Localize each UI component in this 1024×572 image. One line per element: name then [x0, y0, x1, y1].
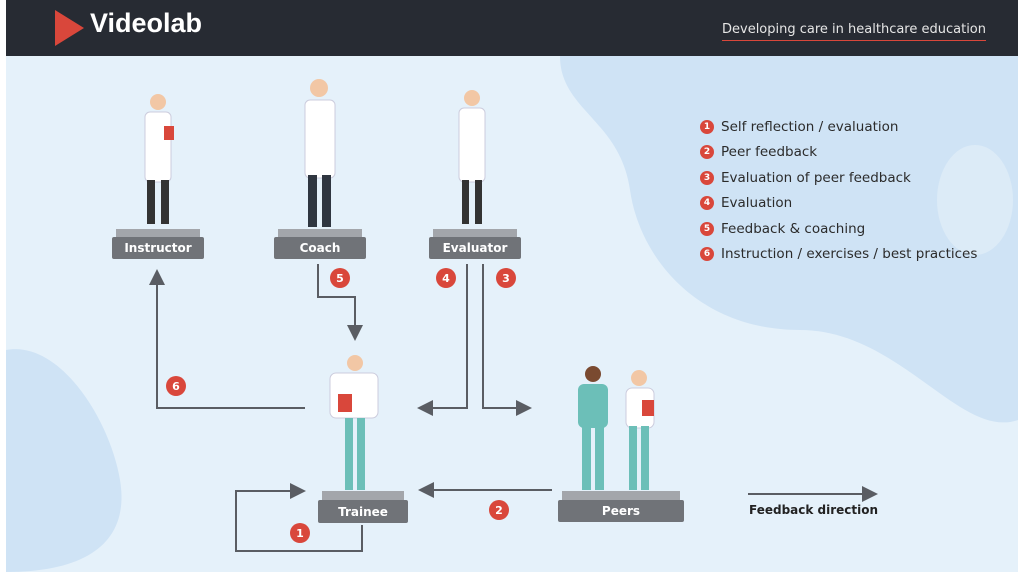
legend-item: 4 Evaluation [700, 191, 977, 217]
legend-item: 3 Evaluation of peer feedback [700, 165, 977, 191]
legend-number: 6 [700, 247, 714, 262]
legend-number: 5 [700, 221, 714, 236]
tagline: Developing care in healthcare education [722, 22, 986, 41]
arrow-trainee-to-instructor [149, 269, 305, 409]
legend-item: 1 Self reflection / evaluation [700, 114, 977, 140]
background-blobs [6, 56, 1018, 572]
header: Videolab Developing care in healthcare e… [6, 0, 1018, 56]
role-evaluator: Evaluator [442, 241, 508, 255]
pedestals [112, 229, 684, 523]
arrows [149, 264, 878, 552]
trainee-figure-icon [329, 355, 379, 490]
step-badge-6: 6 [166, 376, 186, 396]
legend-label: Evaluation [721, 195, 793, 212]
legend-label: Instruction / exercises / best practices [721, 246, 978, 263]
legend-label: Self reflection / evaluation [721, 118, 899, 135]
step-badge-3: 3 [496, 268, 516, 288]
peers-figure-icon [578, 366, 655, 490]
instructor-figure-icon [144, 94, 174, 224]
brand-name: Videolab [90, 8, 203, 38]
legend-label: Feedback & coaching [721, 220, 866, 237]
legend-number: 3 [700, 170, 714, 185]
flow-diagram [6, 56, 1018, 572]
legend-number: 2 [700, 145, 714, 160]
coach-figure-icon [304, 79, 336, 227]
role-peers: Peers [601, 504, 641, 518]
legend-number: 4 [700, 196, 714, 211]
legend-item: 5 Feedback & coaching [700, 216, 977, 242]
play-logo-icon [55, 10, 84, 46]
role-coach: Coach [299, 241, 341, 255]
diagram-area: Instructor Coach Evaluator Trainee Peers… [6, 56, 1018, 572]
legend-label: Evaluation of peer feedback [721, 169, 911, 186]
arrow-coach-to-trainee [317, 264, 363, 341]
legend-item: 6 Instruction / exercises / best practice… [700, 242, 977, 268]
legend-label: Peer feedback [721, 144, 818, 161]
role-instructor: Instructor [124, 241, 192, 255]
step-badge-2: 2 [489, 500, 509, 520]
role-trainee: Trainee [338, 505, 388, 519]
doctor-figures [144, 79, 655, 490]
feedback-direction-label: Feedback direction [749, 503, 879, 517]
step-badge-1: 1 [290, 523, 310, 543]
arrow-evaluator-to-trainee [417, 264, 468, 416]
legend-item: 2 Peer feedback [700, 140, 977, 166]
arrow-evaluator-to-peers [482, 264, 532, 416]
legend-number: 1 [700, 119, 714, 134]
step-badge-4: 4 [436, 268, 456, 288]
evaluator-figure-icon [458, 90, 486, 224]
arrow-self-reflection [235, 483, 363, 552]
step-badge-5: 5 [330, 268, 350, 288]
legend: 1 Self reflection / evaluation 2 Peer feed… [700, 114, 977, 267]
